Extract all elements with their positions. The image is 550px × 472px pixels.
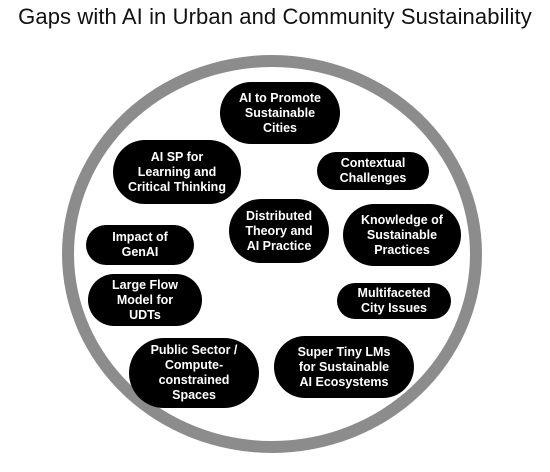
gap-public-sector-compute-constrained-spaces: Public Sector / Compute- constrained Spa… bbox=[129, 338, 259, 408]
diagram-title: Gaps with AI in Urban and Community Sust… bbox=[18, 4, 532, 29]
gap-ai-promote-sustainable-cities: AI to Promote Sustainable Cities bbox=[220, 82, 340, 144]
gap-distributed-theory-ai-practice: Distributed Theory and AI Practice bbox=[229, 199, 329, 263]
gap-super-tiny-lms-sustainable-ai-ecosystems: Super Tiny LMs for Sustainable AI Ecosys… bbox=[274, 336, 414, 398]
gap-knowledge-sustainable-practices: Knowledge of Sustainable Practices bbox=[343, 204, 461, 266]
gap-large-flow-model-udts: Large Flow Model for UDTs bbox=[88, 274, 202, 326]
gap-contextual-challenges: Contextual Challenges bbox=[317, 152, 429, 190]
gap-multifaceted-city-issues: Multifaceted City Issues bbox=[337, 283, 451, 319]
gap-impact-of-genai: Impact of GenAI bbox=[86, 225, 194, 265]
gap-ai-sp-learning-critical-thinking: AI SP for Learning and Critical Thinking bbox=[113, 140, 241, 204]
